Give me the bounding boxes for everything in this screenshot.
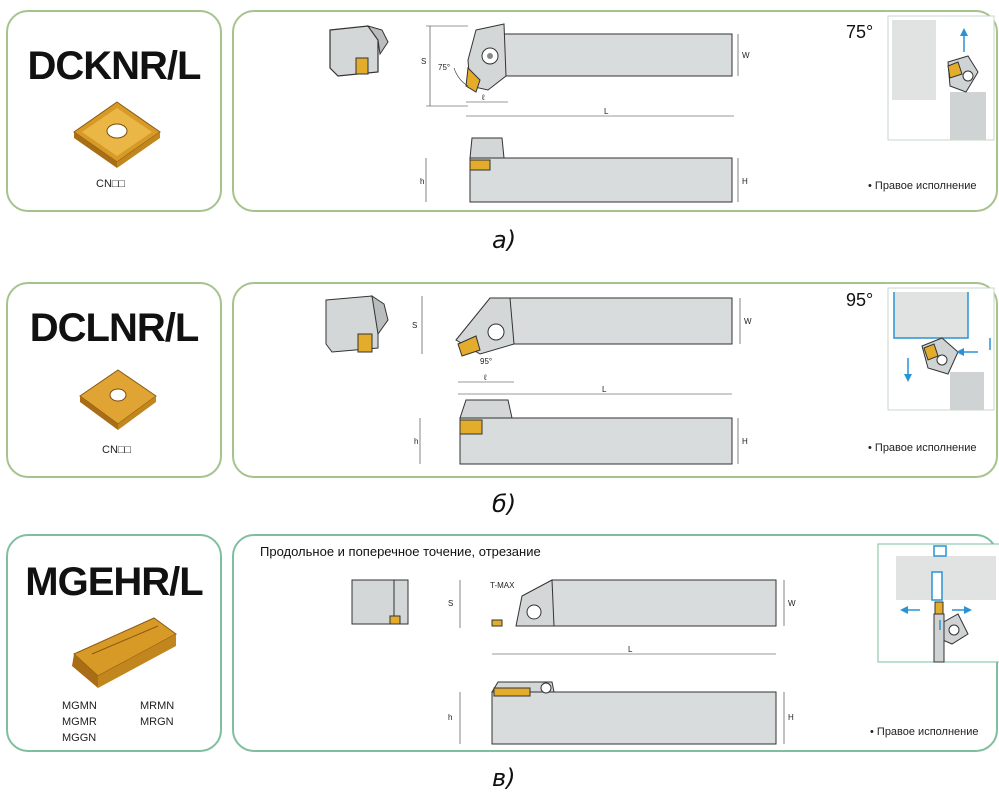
holder-top-view: S T-MAX L W	[448, 579, 796, 655]
dim-l-small: ℓ	[481, 93, 485, 102]
dim-w: W	[744, 317, 752, 326]
tool-code: MGEHR/L	[25, 560, 203, 604]
tool-card-dcknr: DCKNR/L CN□□	[6, 10, 222, 212]
holder-top-view: S 75° ℓ L W	[421, 23, 750, 117]
cutting-angle: 95°	[846, 290, 874, 310]
holder-side-view: h H	[448, 681, 794, 745]
holder-side-view: h H	[414, 399, 748, 465]
dim-l: L	[602, 385, 607, 394]
tool-code: DCKNR/L	[27, 44, 202, 88]
insert-code: MRMN	[140, 700, 175, 712]
dim-l-small: ℓ	[483, 373, 487, 382]
tool-diagram-dclnr: S 95° ℓ L W h H 95° • Правое исполнение	[232, 282, 998, 478]
dim-h: h	[420, 177, 424, 186]
caption-c: в)	[492, 764, 516, 792]
dim-l: L	[604, 107, 609, 116]
operation-inset	[887, 15, 995, 141]
dim-h: h	[448, 713, 452, 722]
insert-code: MGMR	[62, 716, 97, 728]
insert-code: CN□□	[102, 444, 132, 456]
tool-code: DCLNR/L	[29, 306, 200, 350]
insert-code: MRGN	[140, 716, 174, 728]
holder-end-view	[351, 579, 409, 625]
dim-h: h	[414, 437, 418, 446]
tool-diagram-mgehr: Продольное и поперечное точение, отрезан…	[232, 534, 999, 752]
insert-code: MGGN	[62, 732, 97, 744]
insert-image	[79, 369, 157, 430]
dim-H: H	[742, 177, 748, 186]
dim-s: S	[412, 321, 417, 330]
execution-note: • Правое исполнение	[870, 726, 979, 738]
caption-b: б)	[492, 490, 517, 518]
dim-w: W	[742, 51, 750, 60]
holder-end-view	[325, 294, 389, 353]
insert-image	[72, 617, 177, 688]
execution-note: • Правое исполнение	[868, 442, 977, 454]
operation-inset	[887, 287, 995, 411]
dim-H: H	[742, 437, 748, 446]
insert-image	[73, 101, 161, 168]
holder-top-view: S 95° ℓ L W	[412, 296, 752, 395]
angle-small: 95°	[480, 357, 492, 366]
operation-heading: Продольное и поперечное точение, отрезан…	[260, 544, 541, 559]
insert-code: MGMN	[62, 700, 97, 712]
dim-s: S	[448, 599, 453, 608]
caption-a: а)	[492, 226, 517, 254]
dim-s: S	[421, 57, 426, 66]
insert-code: CN□□	[96, 178, 126, 190]
tool-diagram-dcknr: S 75° ℓ L W h H 75° • Правое исполнение	[232, 10, 998, 212]
holder-side-view: h H	[420, 137, 748, 203]
dim-H: H	[788, 713, 794, 722]
execution-note: • Правое исполнение	[868, 180, 977, 192]
operation-inset	[877, 543, 999, 663]
dim-l: L	[628, 645, 633, 654]
dim-w: W	[788, 599, 796, 608]
holder-end-view	[329, 25, 389, 77]
tool-card-mgehr: MGEHR/L MGMN MGMR MGGN MRMN MRGN	[6, 534, 222, 752]
angle-small: 75°	[438, 63, 450, 72]
cutting-angle: 75°	[846, 22, 874, 42]
dim-t-max: T-MAX	[490, 581, 515, 590]
tool-card-dclnr: DCLNR/L CN□□	[6, 282, 222, 478]
